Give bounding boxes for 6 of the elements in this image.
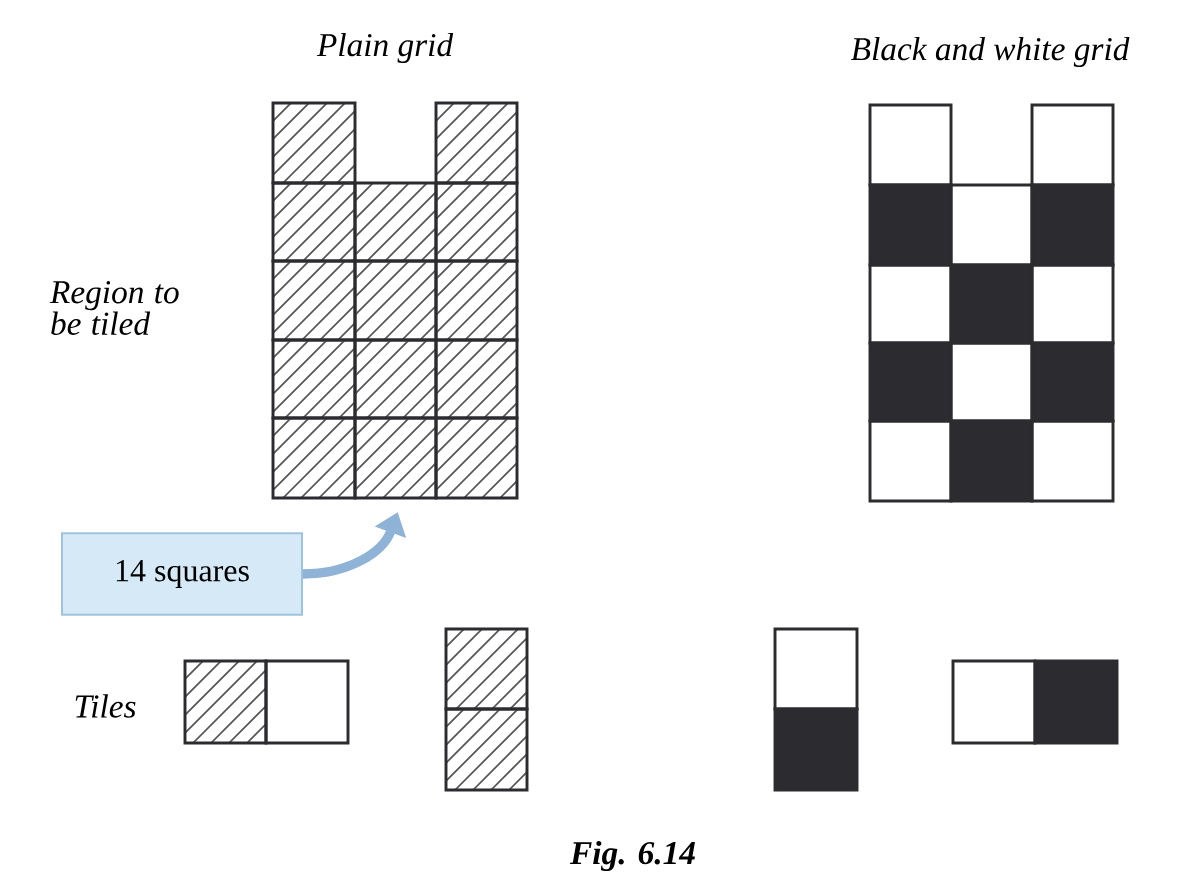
heading-label: Black and white grid (851, 36, 1130, 68)
side-label: Tiles (75, 694, 136, 718)
side-label: Region to be tiled (49, 281, 179, 335)
figure-caption: Fig. 6.14 (570, 840, 695, 872)
callout-box: 14 squares (61, 532, 303, 616)
hatched-grid-drawing (271, 101, 519, 500)
